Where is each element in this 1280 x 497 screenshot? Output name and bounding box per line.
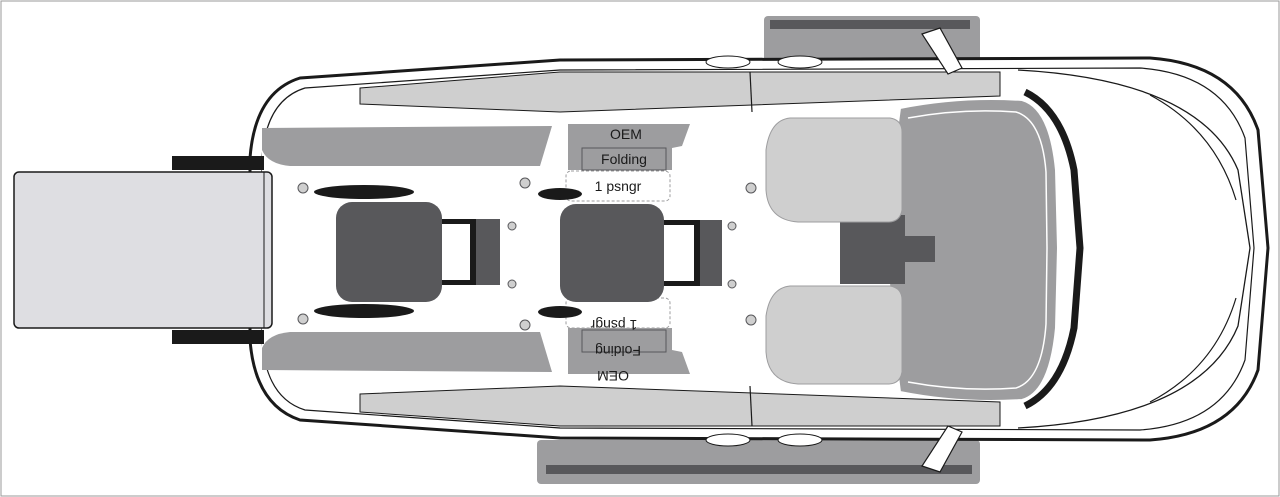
tie-down-point: [519, 319, 531, 331]
wheelchair-frame-mid: [694, 220, 700, 286]
door-handle-bottom-right: [777, 433, 823, 447]
folding-box-top: [581, 147, 667, 171]
fender-line-top: [1149, 94, 1237, 201]
wheelchair-seat-mid: [560, 204, 664, 302]
door-seam-top: [749, 71, 753, 113]
wheelchair-back-mid: [700, 220, 722, 286]
door-seam-bottom: [749, 385, 753, 427]
folding-box-bottom: [581, 329, 667, 353]
wheelchair-frame-rear: [470, 219, 476, 285]
side-panel-top: [359, 71, 1001, 113]
wheel-mid-top: [538, 188, 582, 200]
rear-trim-bottom: [262, 332, 552, 372]
tie-down-point: [297, 182, 309, 194]
tie-down-point: [727, 221, 737, 231]
wheelchair-arm-rear-top: [442, 219, 476, 224]
door-handle-bottom-left: [705, 433, 751, 447]
tie-down-point: [507, 221, 517, 231]
dashboard-trim: [907, 110, 1048, 390]
wheel-rear-top: [314, 185, 414, 199]
side-mirror-top: [921, 27, 963, 75]
wheel-rear-bottom: [314, 304, 414, 318]
fender-line-bottom: [1149, 297, 1237, 403]
oem-label-top: OEM: [610, 126, 642, 142]
side-mirror-bottom: [921, 425, 963, 473]
tie-down-point: [519, 177, 531, 189]
ramp-hinge-bottom: [172, 330, 264, 344]
side-panel-bottom: [359, 385, 1001, 427]
tie-down-point: [745, 182, 757, 194]
door-track-bottom: [546, 465, 972, 474]
door-rail-bottom: [537, 440, 980, 484]
center-console: [840, 215, 935, 284]
tie-down-point: [727, 279, 737, 289]
psngr-box-top: [565, 170, 671, 202]
folding-label-bottom: Folding: [595, 343, 641, 359]
passenger-seat: [765, 285, 903, 385]
driver-seat: [765, 117, 903, 223]
wheel-mid-bottom: [538, 306, 582, 318]
tie-down-points: [297, 177, 757, 331]
wheelchair-seat-rear: [336, 202, 442, 302]
windshield: [1023, 88, 1084, 410]
psngr-label-bottom: 1 psngr: [590, 317, 637, 333]
door-handle-top-right: [777, 55, 823, 69]
door-track-top: [770, 20, 970, 29]
hood-line: [1017, 69, 1251, 429]
ramp: [13, 171, 273, 329]
psngr-label-top: 1 psngr: [595, 178, 642, 194]
folding-label-top: Folding: [601, 151, 647, 167]
ramp-hinge-top: [172, 156, 264, 170]
wheelchair-arm-rear-bottom: [442, 280, 476, 285]
tie-down-point: [297, 313, 309, 325]
tie-down-point: [745, 314, 757, 326]
rear-trim-top: [262, 126, 552, 166]
wheelchair-arm-mid-top: [664, 220, 700, 225]
wheelchair-arm-mid-bottom: [664, 281, 700, 286]
tie-down-point: [507, 279, 517, 289]
door-handle-top-left: [705, 55, 751, 69]
oem-label-bottom: OEM: [597, 368, 629, 384]
wheelchair-back-rear: [476, 219, 500, 285]
